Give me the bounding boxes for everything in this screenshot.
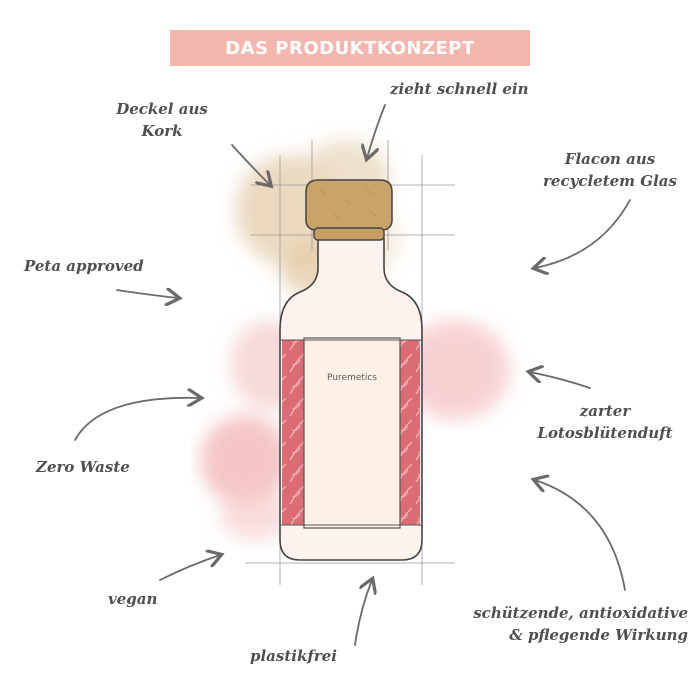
arrow-plastikfrei	[354, 580, 372, 646]
arrow-flacon	[535, 199, 631, 268]
arrow-deckel	[231, 144, 270, 185]
annotation-deckel: Deckel aus Kork	[116, 100, 208, 140]
annotation-lotos: zarter Lotosblütenduft	[537, 402, 673, 442]
annotation-flacon: Flacon aus recycletem Glas	[543, 150, 677, 190]
annotation-zero-waste: Zero Waste	[36, 458, 130, 476]
brand-label: Puremetics	[327, 373, 377, 383]
annotation-vegan: vegan	[108, 590, 158, 608]
watercolor-splash-bottom	[200, 415, 290, 540]
arrow-zero-waste	[74, 398, 200, 441]
annotation-peta: Peta approved	[24, 257, 144, 275]
arrow-wirkung	[535, 480, 626, 591]
page-title: DAS PRODUKTKONZEPT	[225, 37, 475, 59]
arrow-peta	[116, 290, 178, 298]
annotation-plastikfrei: plastikfrei	[250, 647, 337, 665]
annotation-wirkung: schützende, antioxidative & pflegende Wi…	[473, 604, 688, 644]
bottle-label	[303, 337, 401, 529]
arrow-lotos	[530, 372, 591, 389]
cork-cap-icon	[305, 179, 393, 231]
annotation-zieht: zieht schnell ein	[390, 80, 529, 98]
arrow-zieht	[367, 104, 386, 158]
title-banner: DAS PRODUKTKONZEPT	[170, 30, 530, 66]
label-band-right	[400, 340, 420, 525]
arrow-vegan	[159, 555, 220, 581]
label-band-left	[282, 340, 304, 525]
